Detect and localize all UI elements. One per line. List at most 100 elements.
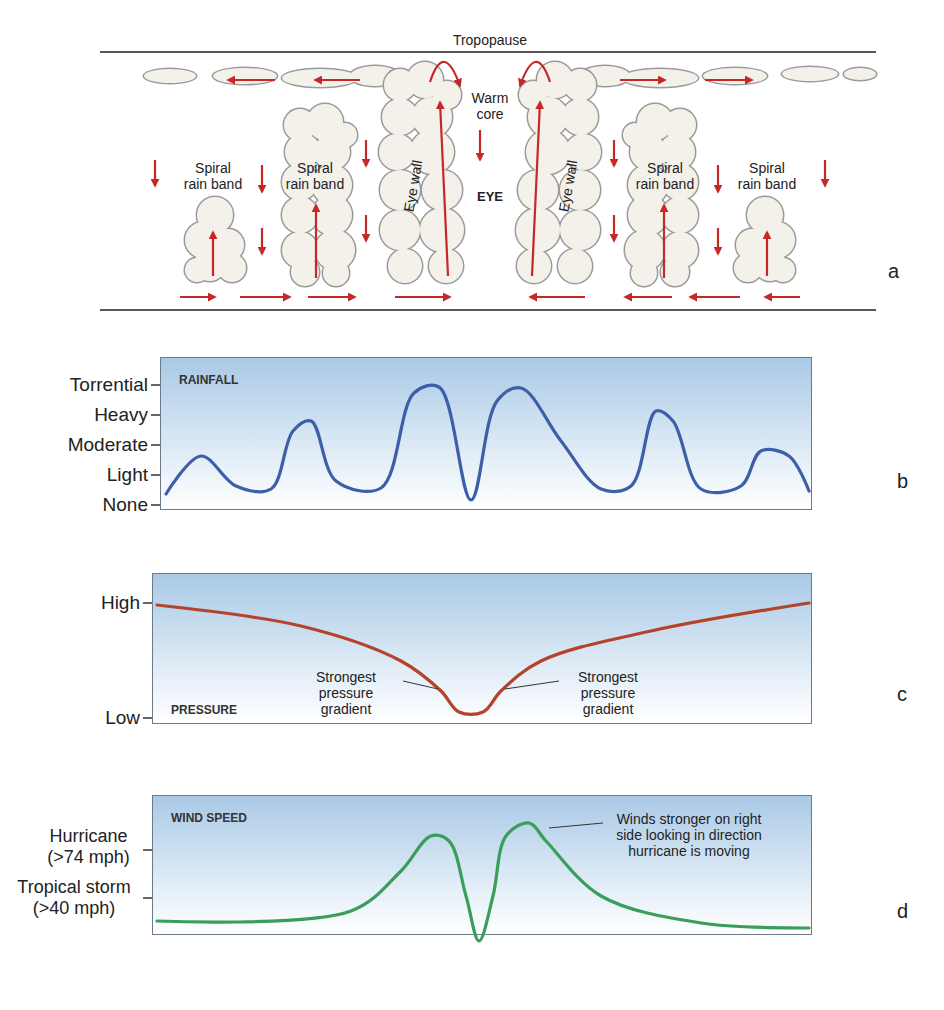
- anvil-cloud: [282, 69, 358, 87]
- airflow-arrow: [315, 205, 317, 278]
- axis-tick: [143, 602, 152, 604]
- cloud-fill: [291, 258, 319, 286]
- axis-tick: [151, 444, 160, 446]
- airflow-arrow: [228, 79, 275, 81]
- annotation-text: Winds stronger on right side looking in …: [605, 811, 773, 859]
- axis-label: Hurricane (>74 mph): [36, 826, 141, 867]
- anvil-cloud-outline: [143, 68, 198, 85]
- tropopause-line: [100, 51, 876, 53]
- airflow-arrow: [765, 296, 800, 298]
- panel-letter: d: [897, 900, 927, 923]
- panel-letter: c: [897, 683, 927, 706]
- cloud-outline: [517, 169, 560, 212]
- airflow-arrow: [212, 232, 214, 276]
- eye-label: EYE: [466, 190, 514, 205]
- rain-band-label: Spiral rain band: [182, 160, 244, 192]
- axis-tick: [151, 504, 160, 506]
- cloud-fill: [218, 254, 246, 282]
- axis-tick: [143, 849, 152, 851]
- anvil-cloud: [782, 67, 838, 81]
- airflow-arrow: [663, 205, 665, 278]
- panel-title: WIND SPEED: [171, 810, 247, 826]
- cloud-fill: [185, 258, 209, 282]
- cloud-fill: [388, 249, 422, 283]
- axis-tick: [151, 384, 160, 386]
- annotation-text: Strongest pressure gradient: [563, 669, 653, 717]
- airflow-arrow: [315, 79, 360, 81]
- axis-label: High: [8, 592, 140, 614]
- airflow-arrow: [766, 232, 768, 276]
- cloud-fill: [516, 208, 560, 252]
- leader-line: [549, 823, 603, 828]
- cloud-fill: [771, 258, 795, 282]
- airflow-arrow: [308, 296, 355, 298]
- wind-speed-panel: WIND SPEED Winds stronger on right side l…: [152, 795, 812, 935]
- anvil-cloud-outline: [843, 67, 878, 82]
- panel-letter: b: [897, 470, 927, 493]
- cloud-outline: [515, 207, 562, 254]
- cloud-fill: [312, 195, 352, 235]
- airflow-arrow: [180, 296, 215, 298]
- airflow-arrow: [365, 215, 367, 241]
- airflow-arrow: [625, 296, 672, 298]
- panel-title: RAINFALL: [179, 372, 238, 388]
- cloud-outline: [557, 248, 594, 285]
- anvil-cloud: [144, 69, 196, 83]
- airflow-arrow: [395, 296, 450, 298]
- airflow-arrow: [240, 296, 290, 298]
- cloud-fill: [558, 249, 592, 283]
- anvil-cloud: [844, 68, 876, 80]
- axis-label: Moderate: [8, 434, 148, 456]
- axis-label: None: [8, 494, 148, 516]
- airflow-arrow: [613, 140, 615, 166]
- panel-title: PRESSURE: [171, 702, 237, 718]
- axis-tick: [151, 414, 160, 416]
- panel-letter: a: [888, 260, 918, 283]
- warm-core-label: Warm core: [467, 90, 513, 122]
- airflow-arrow: [261, 228, 263, 254]
- axis-label: Tropical storm (>40 mph): [6, 877, 142, 918]
- airflow-arrow: [440, 102, 448, 276]
- panel-graph: [153, 574, 813, 745]
- cloud-tower: [622, 103, 700, 288]
- leader-line: [505, 681, 559, 689]
- cloud-outline: [379, 209, 422, 252]
- rain-band-label: Spiral rain band: [634, 160, 696, 192]
- airflow-arrow: [154, 160, 156, 186]
- profile-curve: [157, 603, 809, 714]
- cloud-fill: [422, 170, 462, 210]
- airflow-arrow: [530, 296, 585, 298]
- cloud-fill: [631, 260, 657, 286]
- tropopause-label: Tropopause: [440, 32, 540, 48]
- airflow-arrow: [532, 102, 540, 276]
- cloud-group: [143, 61, 878, 288]
- rain-band-label: Spiral rain band: [736, 160, 798, 192]
- annotation-text: Strongest pressure gradient: [301, 669, 391, 717]
- axis-label: Low: [8, 707, 140, 729]
- airflow-arrow: [717, 228, 719, 254]
- cloud-tower: [281, 103, 359, 288]
- ground-line: [100, 309, 876, 311]
- anvil-cloud-outline: [621, 68, 700, 89]
- cloud-fill: [323, 260, 349, 286]
- cloud-outline: [559, 209, 602, 252]
- cloud-fill: [420, 208, 464, 252]
- eye-wall-outflow-arrow: [430, 62, 460, 86]
- airflow-arrow: [261, 165, 263, 192]
- profile-curve: [166, 385, 809, 500]
- cloud-outline: [387, 248, 424, 285]
- cloud-tower: [733, 196, 797, 284]
- airflow-arrow: [613, 215, 615, 241]
- rain-band-label: Spiral rain band: [284, 160, 346, 192]
- anvil-cloud-outline: [212, 67, 279, 86]
- anvil-cloud: [213, 68, 277, 84]
- leader-line: [403, 681, 438, 689]
- rainfall-panel: RAINFALL: [160, 357, 812, 510]
- anvil-cloud: [622, 69, 698, 87]
- anvil-cloud-outline: [702, 67, 769, 86]
- cloud-fill: [661, 258, 689, 286]
- airflow-arrow: [824, 160, 826, 186]
- airflow-arrow: [620, 79, 665, 81]
- cloud-tower: [378, 61, 466, 285]
- airflow-arrows: [155, 62, 825, 297]
